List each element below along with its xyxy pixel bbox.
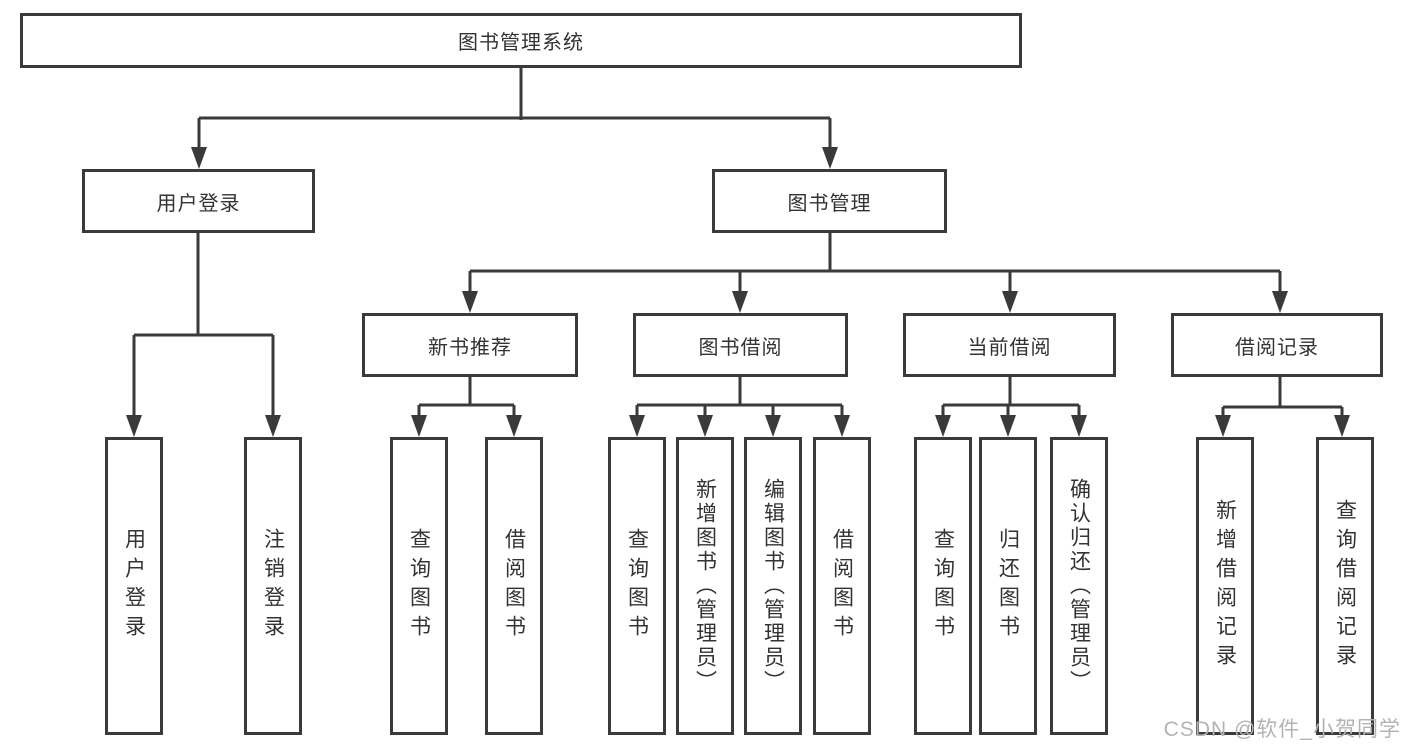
leaf-borrow-books-borrow: 借阅图书: [813, 437, 871, 735]
leaf-label: 借阅图书: [830, 528, 854, 644]
node-label: 用户登录: [156, 192, 241, 215]
leaf-label: 查询借阅记录: [1333, 499, 1357, 673]
node-label: 图书管理: [787, 192, 872, 215]
leaf-add-borrow-record: 新增借阅记录: [1196, 437, 1254, 735]
leaf-label: 归还图书: [996, 528, 1020, 644]
leaf-label: 新增图书（管理员）: [693, 478, 717, 694]
leaf-label: 确认归还（管理员）: [1067, 478, 1091, 694]
leaf-label: 借阅图书: [502, 528, 526, 644]
node-user-login: 用户登录: [82, 169, 315, 233]
leaf-label: 用户登录: [122, 528, 146, 644]
node-book-borrowing: 图书借阅: [633, 313, 848, 377]
leaf-logout: 注销登录: [244, 437, 302, 735]
leaf-label: 查询图书: [407, 528, 431, 644]
leaf-query-books-borrow: 查询图书: [608, 437, 666, 735]
leaf-query-borrow-record: 查询借阅记录: [1316, 437, 1374, 735]
node-library-system: 图书管理系统: [20, 13, 1022, 68]
leaf-confirm-return-admin: 确认归还（管理员）: [1050, 437, 1108, 735]
node-label: 图书借阅: [698, 336, 783, 359]
leaf-label: 编辑图书（管理员）: [761, 478, 785, 694]
node-book-management: 图书管理: [712, 169, 947, 233]
leaf-borrow-books-recommend: 借阅图书: [485, 437, 543, 735]
leaf-query-books-current: 查询图书: [914, 437, 972, 735]
leaf-return-book: 归还图书: [979, 437, 1037, 735]
leaf-query-books-recommend: 查询图书: [390, 437, 448, 735]
leaf-label: 新增借阅记录: [1213, 499, 1237, 673]
leaf-user-login: 用户登录: [105, 437, 163, 735]
node-label: 当前借阅: [967, 336, 1052, 359]
node-current-borrowing: 当前借阅: [903, 313, 1116, 377]
node-label: 新书推荐: [428, 336, 512, 359]
node-label: 借阅记录: [1235, 336, 1319, 359]
leaf-label: 注销登录: [261, 528, 285, 644]
node-new-book-recommend: 新书推荐: [362, 313, 578, 377]
csdn-watermark: CSDN @软件_小贺同学: [1163, 718, 1401, 741]
leaf-edit-book-admin: 编辑图书（管理员）: [744, 437, 802, 735]
node-label: 图书管理系统: [458, 32, 584, 54]
leaf-add-book-admin: 新增图书（管理员）: [676, 437, 734, 735]
leaf-label: 查询图书: [625, 528, 649, 644]
leaf-label: 查询图书: [931, 528, 955, 644]
node-borrow-records: 借阅记录: [1171, 313, 1383, 377]
